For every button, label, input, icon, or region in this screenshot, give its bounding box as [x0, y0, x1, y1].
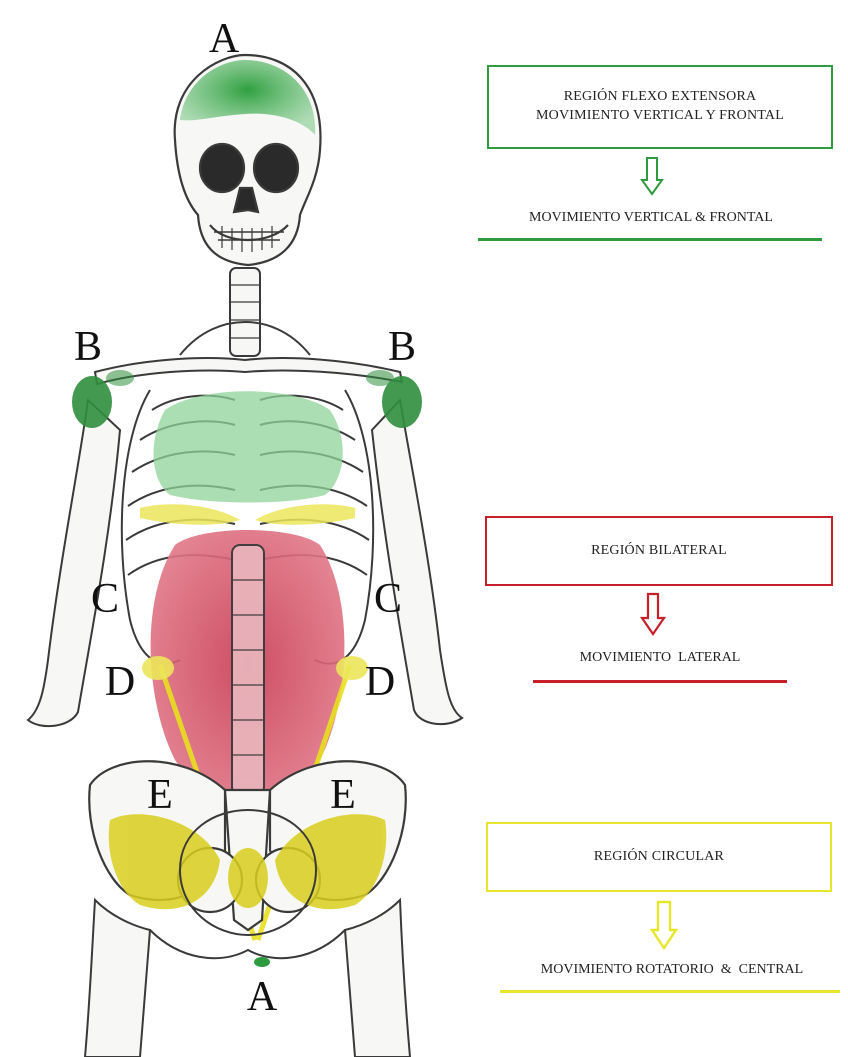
label-c-left: C [91, 576, 119, 622]
arrow-down-icon [650, 900, 678, 950]
lumbar-spine [232, 545, 264, 795]
region-3-line-1: REGIÓN CIRCULAR [594, 848, 724, 867]
coccyx-green-dot [254, 957, 270, 967]
label-e-left: E [147, 772, 173, 818]
region-2-line-1: REGIÓN BILATERAL [591, 542, 727, 561]
region-flexo-extensora-box: REGIÓN FLEXO EXTENSORA MOVIMIENTO VERTIC… [487, 65, 833, 149]
label-d-left: D [105, 659, 135, 705]
region-circular-box: REGIÓN CIRCULAR [486, 822, 832, 892]
sternum-green-area [154, 391, 343, 502]
label-a-bottom: A [247, 974, 278, 1020]
label-b-left: B [74, 324, 102, 370]
label-d-right: D [365, 659, 395, 705]
label-e-right: E [330, 772, 356, 818]
arrow-down-icon [640, 592, 666, 636]
label-a-top: A [209, 16, 240, 62]
label-b-right: B [388, 324, 416, 370]
region-1-line-2: MOVIMIENTO VERTICAL Y FRONTAL [536, 107, 784, 126]
arrow-down-icon [640, 156, 664, 196]
region-1-underline [478, 238, 822, 241]
rib-yellow-bands [140, 504, 355, 525]
region-2-underline [533, 680, 787, 683]
region-1-caption: MOVIMIENTO VERTICAL & FRONTAL [478, 210, 824, 226]
skull [175, 55, 321, 265]
region-1-line-1: REGIÓN FLEXO EXTENSORA [564, 88, 757, 107]
label-c-right: C [374, 576, 402, 622]
region-3-underline [500, 990, 840, 993]
region-2-caption: MOVIMIENTO LATERAL [487, 650, 833, 666]
region-bilateral-box: REGIÓN BILATERAL [485, 516, 833, 586]
region-3-caption: MOVIMIENTO ROTATORIO & CENTRAL [500, 962, 844, 978]
cervical-spine [230, 268, 260, 356]
